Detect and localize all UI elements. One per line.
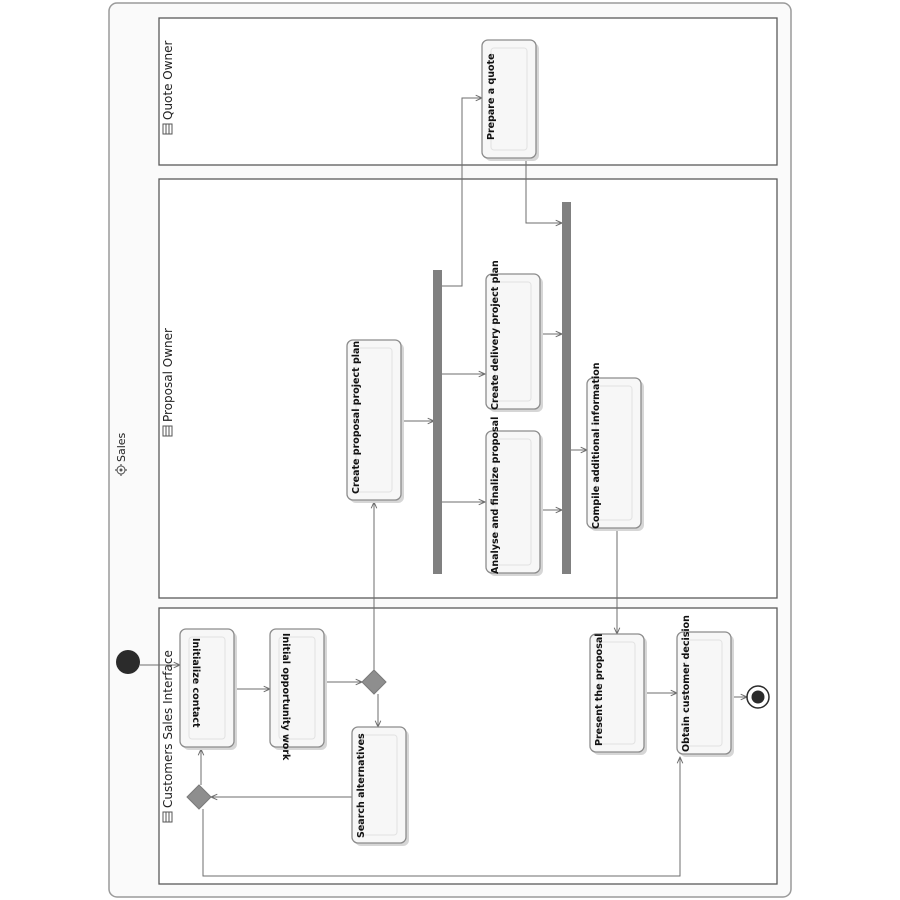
diagram-title-group: Sales	[115, 432, 128, 476]
activity-obtain-customer-decision[interactable]: Obtain customer decision	[676, 615, 734, 757]
fork-bar[interactable]	[433, 270, 442, 574]
activity-initial-opportunity-work[interactable]: Initial opportunity work	[269, 628, 327, 761]
activity-create-delivery-project-plan[interactable]: Create delivery project plan	[485, 260, 543, 412]
merge-node[interactable]	[186, 784, 212, 810]
initial-node[interactable]	[116, 650, 140, 674]
activity-label: Create proposal project plan	[351, 341, 362, 494]
activity-label: Search alternatives	[356, 733, 367, 838]
activity-present-the-proposal[interactable]: Present the proposal	[589, 633, 647, 755]
lane-icon	[162, 811, 173, 823]
activity-initialize-contact[interactable]: Initialize contact	[179, 628, 237, 750]
activity-create-proposal-project-plan[interactable]: Create proposal project plan	[346, 339, 404, 503]
activity-label: Present the proposal	[594, 633, 605, 746]
diagram-title: Sales	[115, 432, 128, 462]
lane-header-quote: Quote Owner	[161, 40, 175, 135]
activity-label: Analyse and finalize proposal	[490, 417, 501, 574]
lane-label-quote: Quote Owner	[161, 40, 175, 120]
flow-fork-to-quote	[442, 98, 482, 287]
lane-icon	[162, 425, 173, 437]
final-node[interactable]	[746, 685, 770, 709]
activity-analyse-and-finalize-proposal[interactable]: Analyse and finalize proposal	[485, 417, 543, 576]
flow-quote-to-join	[525, 158, 562, 223]
activity-label: Prepare a quote	[486, 53, 497, 140]
lane-label-customers: Customers Sales Interface	[161, 650, 175, 808]
flow-merge-to-decision	[202, 757, 680, 877]
activity-label: Create delivery project plan	[490, 260, 501, 410]
lane-proposal	[158, 178, 778, 599]
lane-quote	[158, 17, 778, 166]
lane-customers	[158, 607, 778, 885]
gear-icon	[115, 464, 127, 476]
activity-label: Compile additional information	[591, 362, 602, 529]
activity-prepare-a-quote[interactable]: Prepare a quote	[481, 39, 539, 161]
lane-header-customers: Customers Sales Interface	[161, 650, 175, 823]
activity-label: Initial opportunity work	[280, 633, 291, 761]
join-bar[interactable]	[562, 202, 571, 574]
decision-node[interactable]	[361, 669, 387, 695]
flow-edges	[140, 98, 747, 877]
activity-compile-additional-information[interactable]: Compile additional information	[586, 362, 644, 531]
lane-label-proposal: Proposal Owner	[161, 328, 175, 422]
lane-header-proposal: Proposal Owner	[161, 328, 175, 437]
activity-label: Initialize contact	[190, 638, 201, 728]
activity-label: Obtain customer decision	[681, 615, 692, 752]
activity-search-alternatives[interactable]: Search alternatives	[351, 726, 409, 846]
lane-icon	[162, 123, 173, 135]
